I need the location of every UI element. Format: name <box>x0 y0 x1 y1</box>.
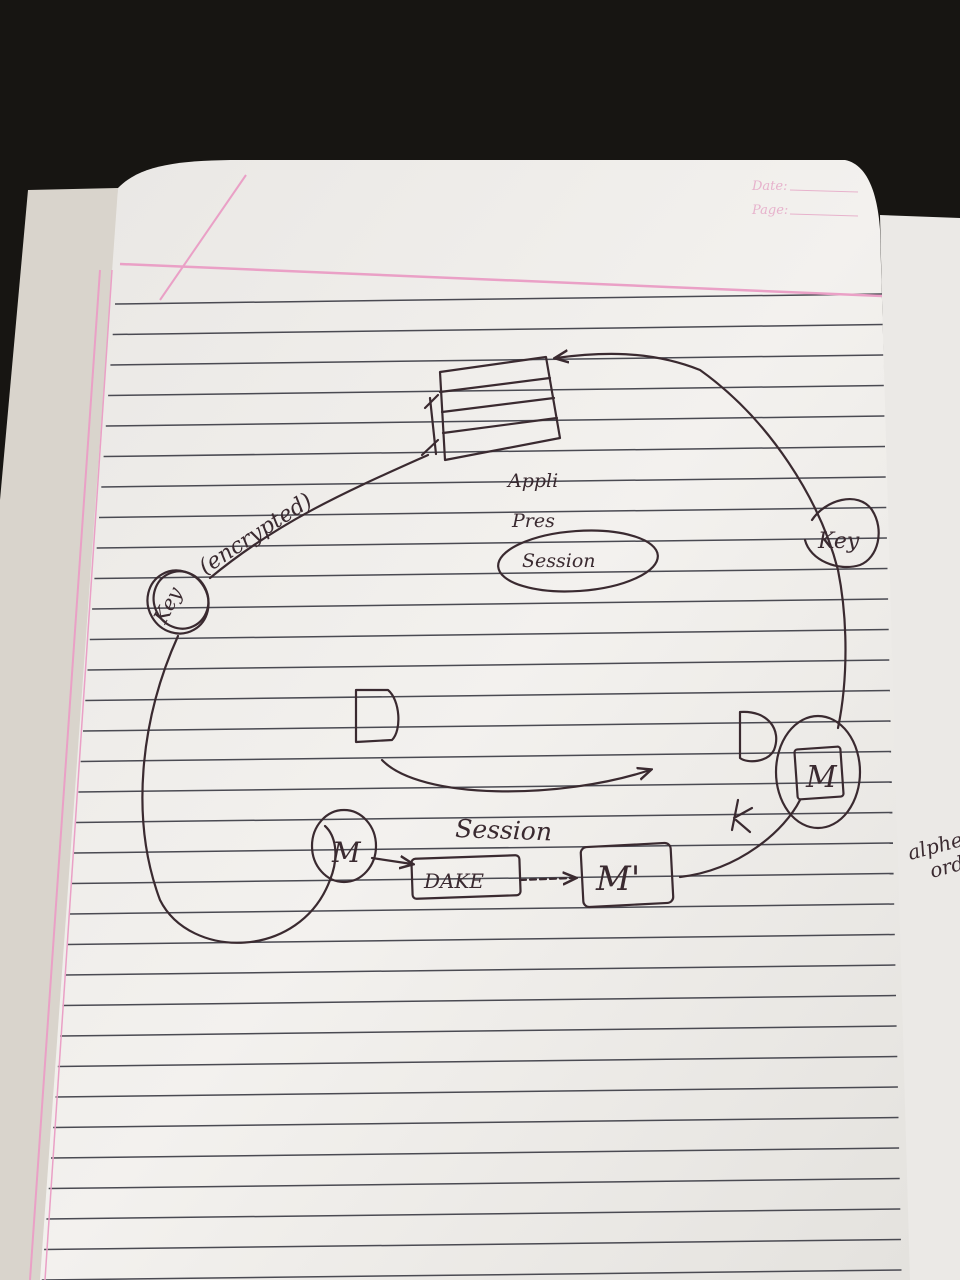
label-m-right: M <box>805 760 838 795</box>
ruled-line <box>64 964 896 976</box>
page-underline <box>789 213 859 217</box>
ruled-line <box>85 689 890 702</box>
dake-box <box>410 854 522 900</box>
label-m-prime: M' <box>595 859 640 899</box>
ruled-line <box>53 1116 899 1129</box>
label-pres: Pres <box>511 510 555 532</box>
ruled-line <box>46 1208 901 1220</box>
ruled-line <box>78 781 892 793</box>
left-margin-line-3 <box>44 269 113 1280</box>
ruled-line <box>94 567 888 580</box>
label-session-circled: Session <box>522 550 596 572</box>
ruled-line <box>73 842 894 854</box>
ruled-line <box>69 903 895 915</box>
ruled-line <box>41 1269 902 1280</box>
ruled-line <box>80 750 892 763</box>
k-arrow-mark <box>730 798 754 834</box>
d-right-shape <box>738 710 778 763</box>
ruled-line <box>114 293 883 305</box>
ruled-line <box>55 1086 898 1098</box>
ruled-line <box>82 720 891 732</box>
d-to-d-arrow <box>380 758 650 793</box>
left-big-arc <box>141 634 337 944</box>
mprime-to-m-right-curve <box>678 798 802 879</box>
ruled-line <box>62 994 897 1007</box>
date-label: Date: <box>751 179 787 194</box>
ruled-line <box>110 354 884 366</box>
label-dake: DAKE <box>423 869 484 893</box>
ruled-line <box>57 1055 898 1068</box>
ruled-line <box>66 933 895 946</box>
encrypted-link-curve <box>208 453 430 580</box>
left-margin-line-2 <box>29 269 101 1280</box>
ruled-line <box>112 323 883 336</box>
ruled-line <box>48 1177 900 1190</box>
key-left-circle <box>146 569 210 635</box>
ruled-line <box>89 628 889 641</box>
d-left-shape <box>354 688 400 744</box>
diagram <box>141 354 880 944</box>
m-prime-box <box>579 841 675 909</box>
ruled-line <box>96 537 887 549</box>
label-appli: Appli <box>506 470 558 492</box>
ruled-line <box>92 598 889 610</box>
key-right-circle <box>803 498 880 569</box>
m-right-mark <box>774 714 862 830</box>
top-margin-line <box>119 262 883 298</box>
label-session-middle: Session <box>455 814 553 846</box>
layer-stack-box <box>420 355 562 462</box>
ruled-line <box>60 1025 897 1037</box>
main-page <box>40 160 910 1280</box>
dake-to-mprime-arrow <box>518 878 575 880</box>
label-key-right: Key <box>817 529 860 554</box>
ruled-line <box>87 659 890 671</box>
ruled-line <box>76 811 893 824</box>
m-to-dake-arrow <box>370 858 412 864</box>
ruled-line <box>98 506 887 519</box>
label-d-left: D <box>359 719 361 721</box>
ruled-line <box>44 1238 901 1251</box>
ruled-line <box>108 384 884 397</box>
label-m-left: M <box>331 836 362 869</box>
ruled-line <box>101 476 886 488</box>
ruled-line <box>50 1147 900 1159</box>
left-margin-line <box>159 174 247 301</box>
session-ellipse <box>497 529 659 593</box>
date-underline <box>789 189 859 193</box>
m-left-circle <box>310 808 378 884</box>
label-k: K <box>734 824 736 826</box>
page-label: Page: <box>751 203 788 218</box>
right-return-curve <box>556 354 847 730</box>
label-d-right: D <box>744 739 746 741</box>
ruled-line <box>71 872 894 885</box>
